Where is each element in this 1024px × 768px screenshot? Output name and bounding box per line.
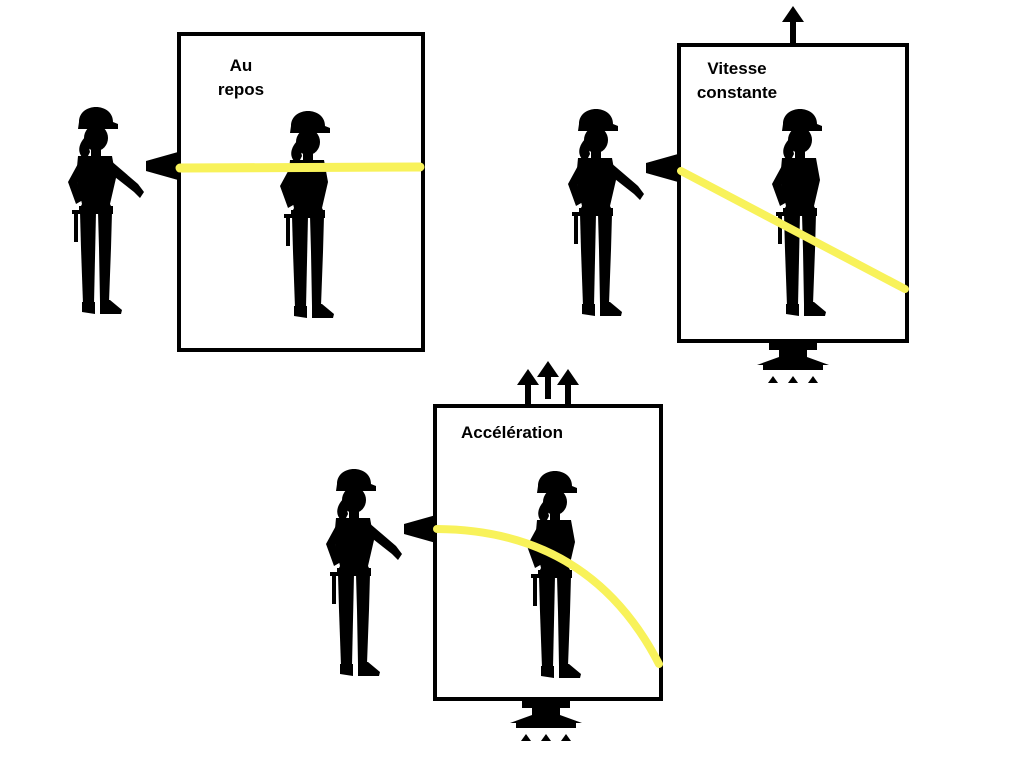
- rocket-thruster-icon: [757, 343, 829, 383]
- label-constant-line2: constante: [697, 83, 777, 102]
- light-beam-constant: [677, 167, 909, 293]
- inside-worker-constant: [772, 109, 826, 316]
- panel-constant: Vitesse constante: [568, 6, 909, 383]
- up-arrow-icon: [557, 369, 579, 407]
- light-beam-accel: [433, 525, 663, 668]
- label-rest-line2: repos: [218, 80, 264, 99]
- elevator-box-accel: [433, 404, 663, 701]
- light-beam-rest: [175, 162, 425, 173]
- up-arrow-icon: [517, 369, 539, 407]
- flashlight-icon: [646, 154, 678, 182]
- flashlight-icon: [404, 515, 436, 543]
- label-rest-line1: Au: [230, 56, 253, 75]
- inside-worker-rest: [280, 111, 334, 318]
- elevator-box-rest: [177, 32, 425, 352]
- panel-rest: Au repos: [68, 32, 425, 352]
- elevator-box-constant: [677, 43, 909, 343]
- panel-accel: Accélération: [326, 361, 663, 741]
- inside-worker-accel: [527, 471, 581, 678]
- up-arrow-icon: [537, 361, 559, 399]
- outside-observer-accel: [326, 469, 402, 676]
- outside-observer-rest: [68, 107, 144, 314]
- up-arrow-icon: [782, 6, 804, 44]
- label-constant-line1: Vitesse: [707, 59, 766, 78]
- label-accel: Accélération: [461, 423, 563, 442]
- outside-observer-constant: [568, 109, 644, 316]
- flashlight-icon: [146, 152, 178, 180]
- rocket-thruster-icon: [510, 701, 582, 741]
